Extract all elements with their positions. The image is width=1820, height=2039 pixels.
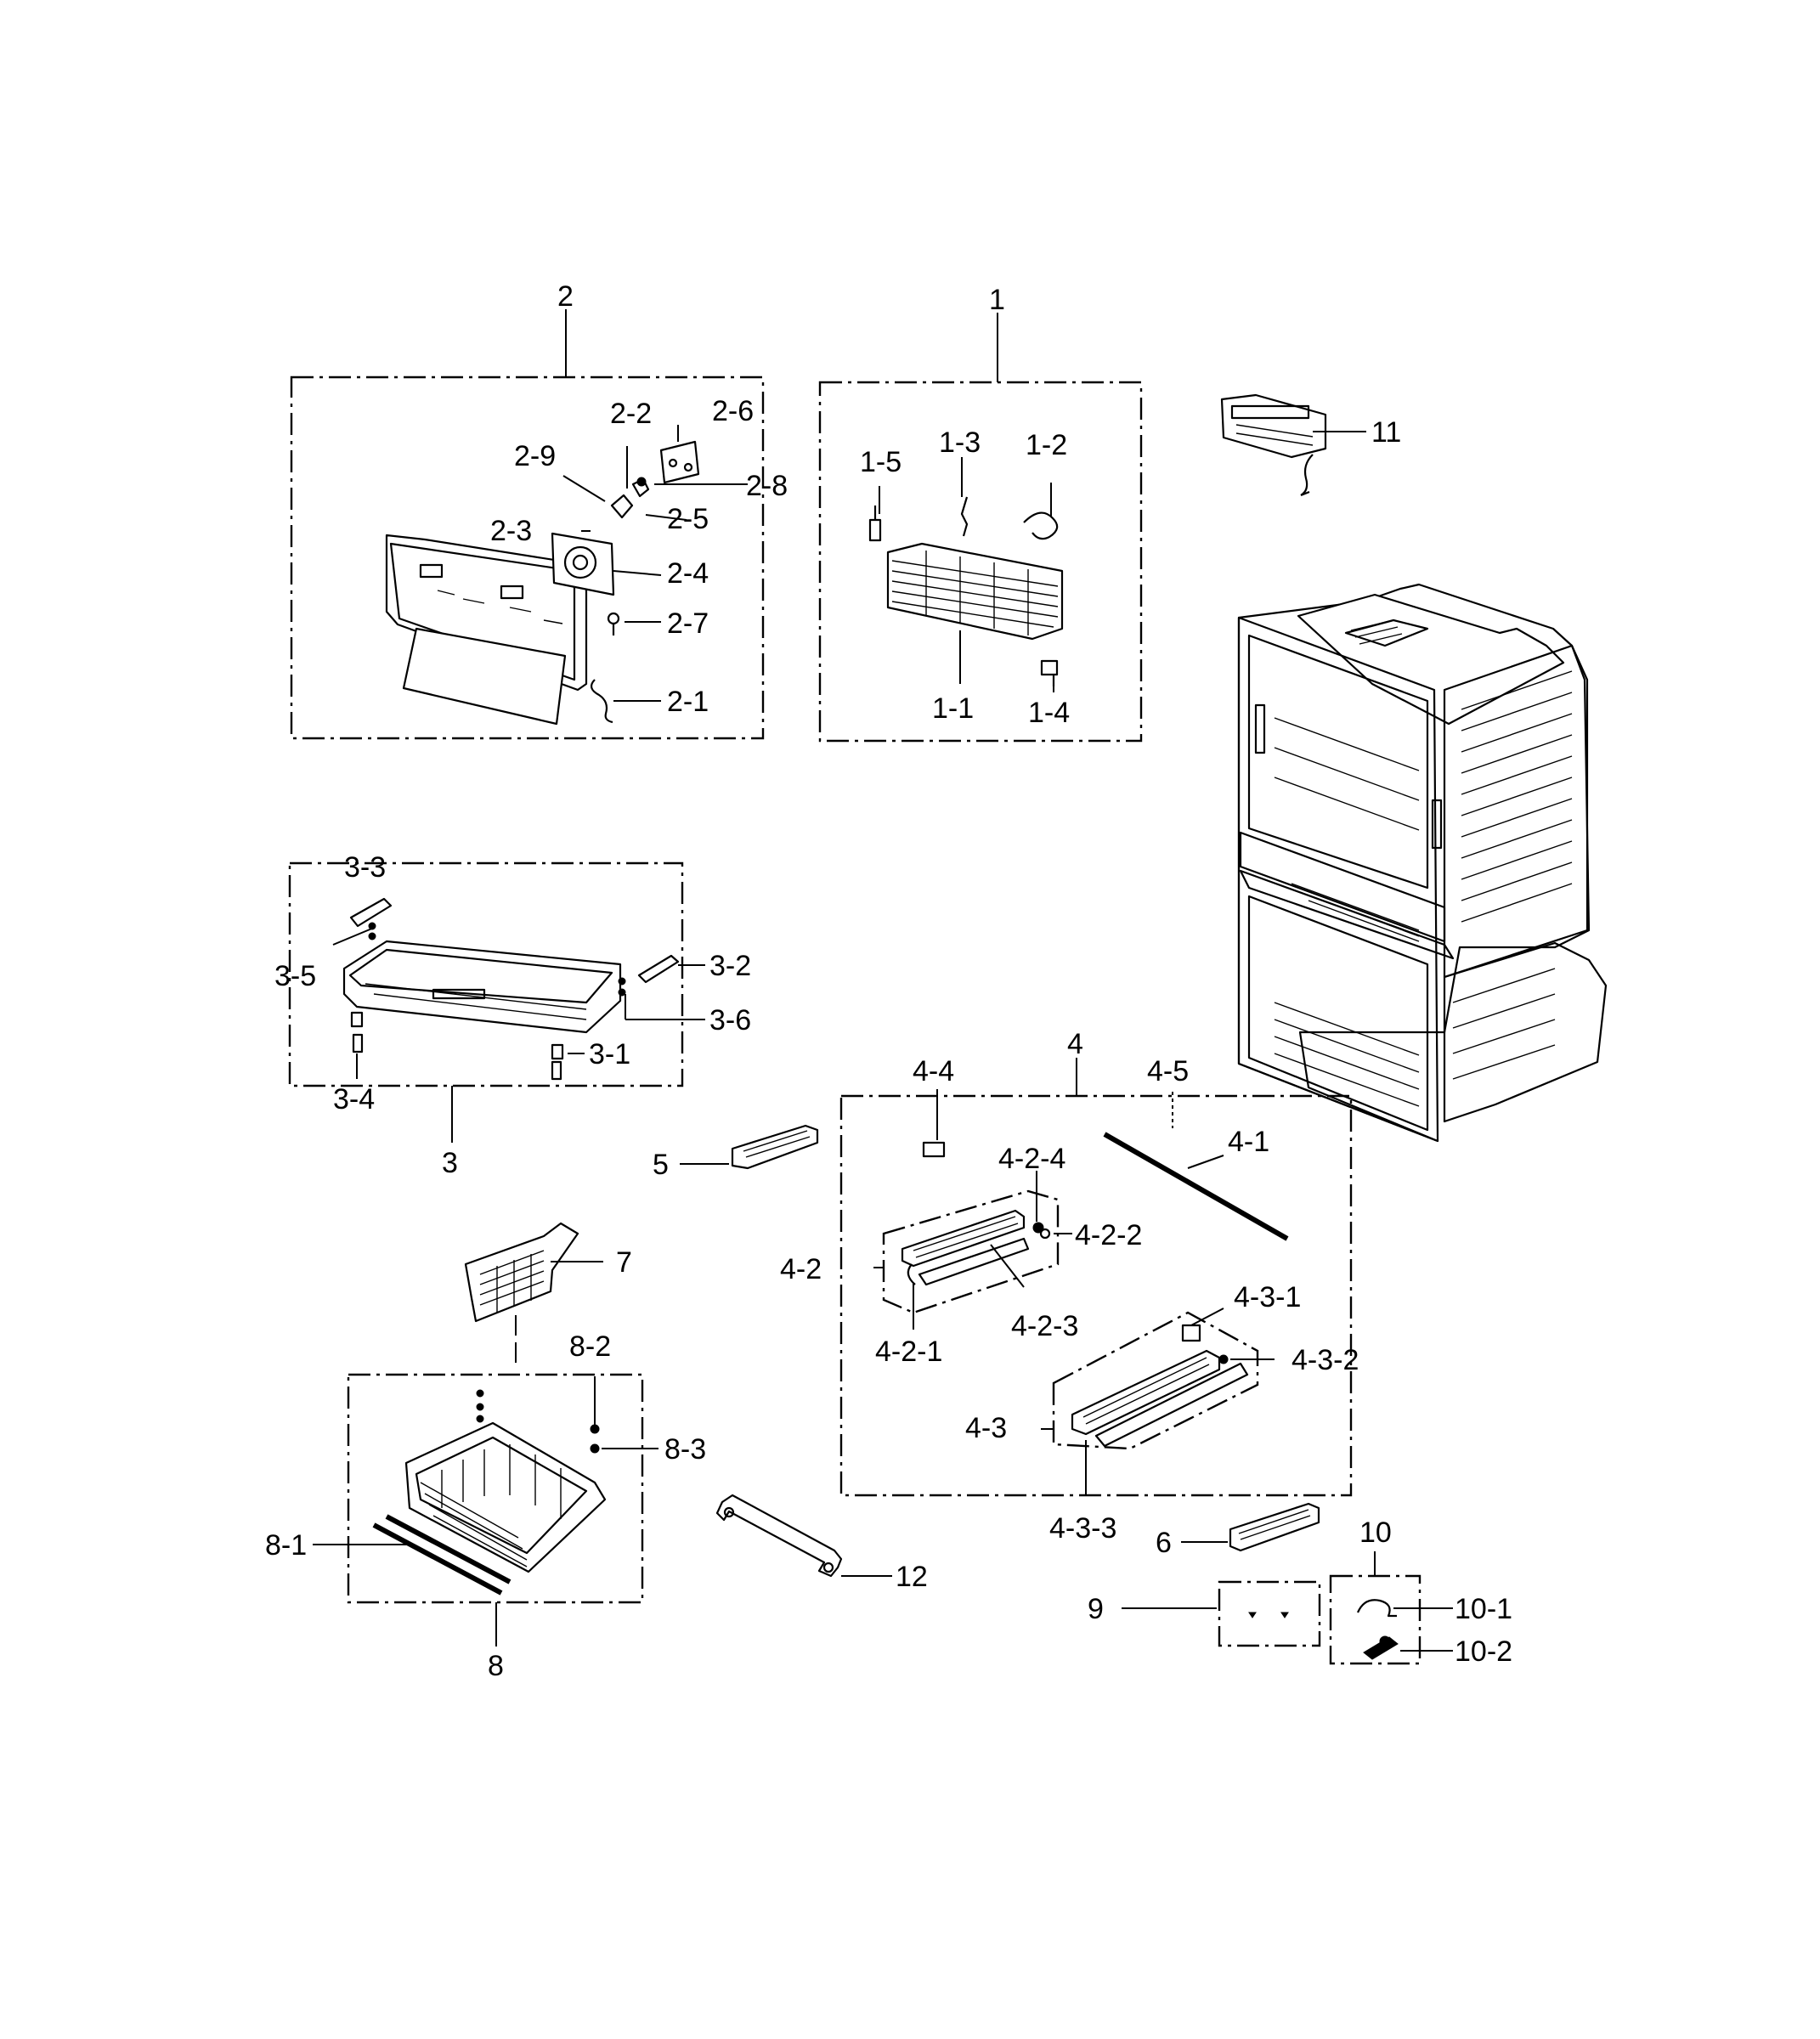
label-4-2-1: 4-2-1 [875,1336,942,1368]
clip-3-1-b [551,1060,562,1081]
rail-3-2 [637,954,680,984]
label-1-5: 1-5 [860,446,902,478]
label-1-3: 1-3 [939,426,981,459]
fan-assembly [610,446,650,519]
subgroup-4-3-box [1052,1311,1259,1450]
label-2-2: 2-2 [610,398,652,430]
label-10-2: 10-2 [1455,1635,1512,1668]
label-2-4: 2-4 [667,557,709,590]
label-9: 9 [1088,1593,1104,1625]
wire-10-1 [1356,1599,1397,1618]
group-10: 10 10-1 10-2 [1329,1517,1512,1668]
clip-1-4 [1040,659,1059,686]
part-9: 9 [1088,1580,1321,1647]
group-2-box [290,376,765,740]
refrigerator-cabinet [1237,583,1608,1143]
label-4-3-1: 4-3-1 [1234,1281,1301,1313]
label-1: 1 [989,284,1005,316]
rail-assembly-4-2 [901,1209,1030,1286]
label-4-3-3: 4-3-3 [1049,1512,1116,1545]
label-1-1: 1-1 [932,692,974,725]
label-10-1: 10-1 [1455,1593,1512,1625]
group-3: 3-3 3-5 3-2 3-6 3-1 3-4 3 [274,851,751,1179]
label-2: 2 [557,280,574,313]
clip-3-1-a [551,1043,564,1060]
roller-4-3-1 [1181,1324,1201,1342]
label-5: 5 [653,1149,669,1181]
label-4-1: 4-1 [1228,1126,1269,1158]
label-2-3: 2-3 [490,515,532,547]
part-6: 6 [1156,1502,1320,1559]
label-11: 11 [1371,416,1401,449]
group-4-box [839,1094,1353,1497]
rail-8-1-b [385,1514,512,1584]
label-1-2: 1-2 [1026,429,1067,461]
subgroup-4-2-box [882,1189,1060,1314]
label-4-4: 4-4 [913,1055,954,1087]
label-4: 4 [1067,1028,1083,1060]
label-4-2-4: 4-2-4 [998,1143,1065,1175]
label-4-3: 4-3 [965,1412,1007,1444]
label-10: 10 [1359,1517,1392,1549]
label-4-2-3: 4-2-3 [1011,1310,1078,1342]
label-2-8: 2-8 [746,470,788,502]
rail-3-3 [349,897,393,928]
group-8: 8-2 8-3 8-1 8 [265,1330,706,1682]
group-4: 4 4-4 4-5 4-1 4-2-4 4-2-2 4-2 4-2-3 4-2-… [780,1028,1359,1545]
label-7: 7 [616,1246,632,1279]
gasket-4-1 [1103,1132,1289,1241]
label-3-1: 3-1 [589,1038,630,1070]
label-2-9: 2-9 [514,440,556,472]
group-3-box [288,861,684,1087]
group-1-box [818,381,1143,743]
label-2-5: 2-5 [667,503,709,535]
label-4-5: 4-5 [1147,1055,1189,1087]
label-12: 12 [896,1561,928,1593]
thermal-fuse-1-3 [960,496,969,537]
fan-motor-bracket [551,532,615,596]
connector-10-2 [1363,1635,1399,1660]
part-5: 5 [653,1124,819,1181]
drawer-tray [342,940,622,1034]
label-6: 6 [1156,1527,1172,1559]
part-12: 12 [715,1494,928,1593]
wire-harness-2-1 [590,679,613,724]
clip-3-4-b [352,1033,364,1053]
screw-2-7 [607,612,620,635]
group-1: 1 1-5 1-3 1-2 1-1 1-4 [818,284,1143,743]
label-3-2: 3-2 [709,950,751,982]
label-8-3: 8-3 [664,1433,706,1466]
label-4-3-2: 4-3-2 [1292,1344,1359,1376]
group-2: 2 2-2 2-6 2-9 2-8 2-5 2-3 2-4 2-7 2-1 [290,280,788,740]
label-4-2-2: 4-2-2 [1075,1219,1142,1251]
label-3-6: 3-6 [709,1004,751,1036]
sensor-1-5 [868,506,882,542]
evaporator-coil [886,542,1064,641]
label-3-3: 3-3 [344,851,386,884]
rail-8-1-a [372,1522,503,1596]
motor-bracket-2-6 [659,440,700,484]
label-8: 8 [488,1650,504,1682]
part-11: 11 [1220,393,1401,497]
label-3-5: 3-5 [274,960,316,992]
clip-3-4-a [350,1011,364,1028]
label-1-4: 1-4 [1028,697,1070,729]
part-7: 7 [464,1222,632,1368]
fan-cover-panel [385,534,588,726]
label-2-6: 2-6 [712,395,754,427]
freezer-basket [404,1421,607,1573]
part-9-box [1218,1580,1321,1647]
label-3: 3 [442,1147,458,1179]
label-8-1: 8-1 [265,1529,307,1562]
wire-1-2 [1023,511,1059,540]
rail-assembly-4-3 [1071,1349,1249,1448]
label-4-2: 4-2 [780,1253,822,1285]
label-3-4: 3-4 [333,1083,375,1116]
label-8-2: 8-2 [569,1330,611,1363]
cap-4-4 [922,1141,946,1158]
label-2-1: 2-1 [667,686,709,718]
label-2-7: 2-7 [667,607,709,640]
